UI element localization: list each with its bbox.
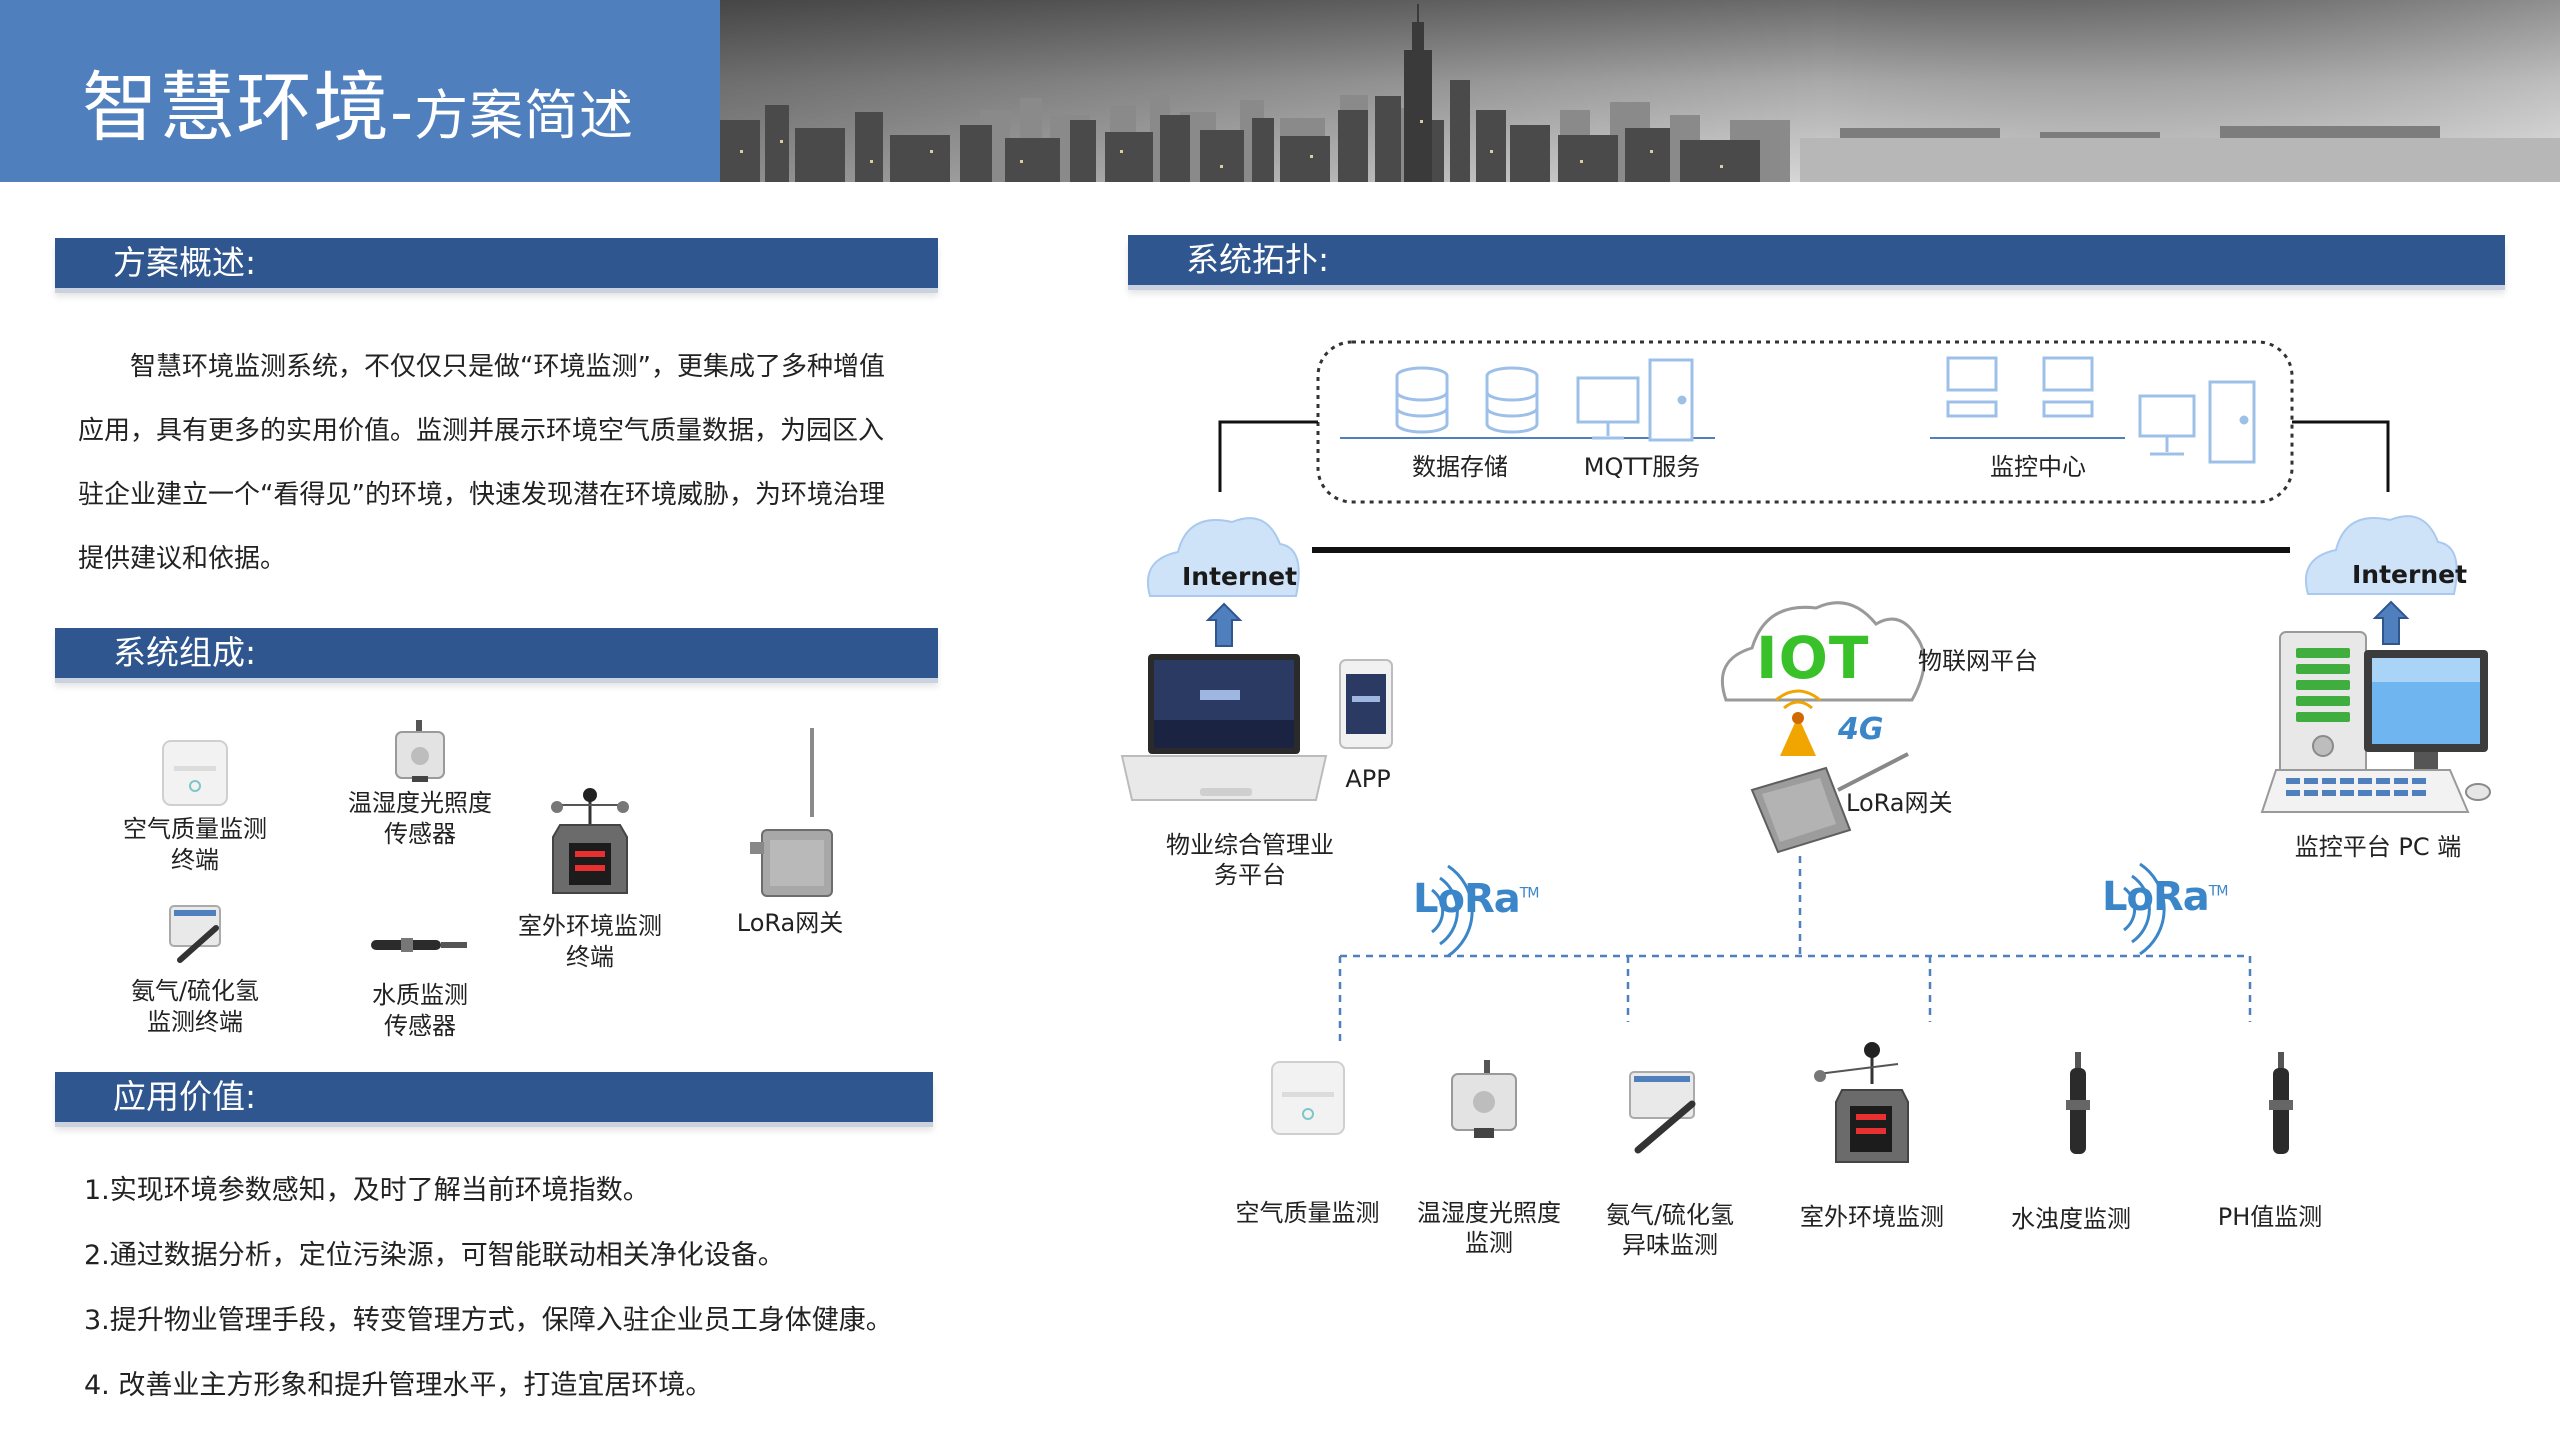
- component-ammonia-h2s-sensor: 氨气/硫化氢 监测终端: [110, 900, 280, 1038]
- lora-logo-text: LoRa: [2102, 874, 2210, 920]
- monitor-pc-label: 监控平台 PC 端: [2294, 833, 2462, 861]
- database-icon: [1485, 366, 1539, 434]
- section-composition-header: 系统组成:: [55, 628, 938, 678]
- server-label-mqtt: MQTT服务: [1583, 453, 1701, 481]
- management-platform-label: 物业综合管理业 务平台: [1166, 831, 1334, 889]
- sensor-label-ph: PH值监测: [2217, 1203, 2323, 1231]
- section-composition-title: 系统组成:: [113, 633, 257, 672]
- section-overview-title: 方案概述:: [113, 243, 257, 282]
- section-topology-title: 系统拓扑:: [1186, 240, 1330, 279]
- page-title-dash: -: [390, 76, 415, 150]
- lora-logo-left: LoRaTM: [1413, 876, 1540, 922]
- component-lora-gateway: LoRa网关: [720, 722, 860, 939]
- value-item: 1.实现环境参数感知，及时了解当前环境指数。: [84, 1175, 650, 1206]
- link-right-internet: [2292, 420, 2390, 492]
- value-list: 1.实现环境参数感知，及时了解当前环境指数。 2.通过数据分析，定位污染源，可智…: [84, 1158, 964, 1418]
- lora-logo-right: LoRaTM: [2102, 874, 2229, 920]
- air-quality-terminal-icon: [1271, 1061, 1345, 1135]
- overview-paragraph: 智慧环境监测系统，不仅仅只是做“环境监测”，更集成了多种增值应用，具有更多的实用…: [78, 352, 885, 574]
- gateway-label: LoRa网关: [1846, 789, 1953, 817]
- outdoor-monitor-station-icon: [551, 788, 629, 894]
- lora-signal-icon: [2123, 862, 2166, 956]
- sensor-label-temp-humidity: 温湿度光照度 监测: [1417, 1199, 1561, 1257]
- link-left-internet: [1218, 420, 1318, 492]
- arrow-up-icon: [1205, 602, 1243, 647]
- value-item: 2.通过数据分析，定位污染源，可智能联动相关净化设备。: [84, 1240, 785, 1271]
- iot-cloud-icon: [1720, 601, 1926, 702]
- ammonia-h2s-sensor-icon: [1629, 1071, 1696, 1154]
- lora-signal-icon: [1431, 864, 1474, 958]
- server-label-data-storage: 数据存储: [1412, 453, 1508, 481]
- desktop-pc-icon: [2260, 631, 2491, 813]
- lora-distribution-lines: [1338, 856, 2252, 1046]
- arrow-up-icon: [2372, 600, 2410, 645]
- network-4g-label: 4G: [1838, 712, 1884, 747]
- section-topology-header: 系统拓扑:: [1128, 235, 2505, 285]
- lora-logo-text: LoRa: [1413, 876, 1521, 922]
- lora-gateway-icon: [750, 728, 833, 897]
- signal-tower-icon: [1775, 689, 1821, 756]
- air-quality-terminal-icon: [162, 740, 228, 806]
- city-skyline-image: [720, 0, 2560, 182]
- page-title-sub: 方案简述: [414, 84, 635, 147]
- title-banner: 智慧环境-方案简述: [0, 0, 720, 182]
- page-title: 智慧环境-方案简述: [82, 46, 634, 156]
- lora-tm: TM: [2208, 883, 2229, 900]
- cloud-icon: [2304, 515, 2458, 595]
- app-label: APP: [1345, 765, 1391, 793]
- component-label: 室外环境监测 终端: [518, 912, 662, 971]
- monitor-station-icon: [1946, 356, 2094, 418]
- phone-icon: [1339, 659, 1393, 749]
- component-air-quality-terminal: 空气质量监测 终端: [110, 738, 280, 876]
- component-label: LoRa网关: [736, 909, 844, 937]
- laptop-icon: [1120, 654, 1328, 801]
- outdoor-monitor-station-icon: [1814, 1042, 1909, 1163]
- component-temp-humidity-sensor: 温湿度光照度 传感器: [335, 720, 505, 850]
- server-computer-icon: [2138, 380, 2256, 464]
- ph-probe-icon: [2269, 1052, 2293, 1154]
- cloud-icon: [1146, 517, 1300, 597]
- lora-gateway-icon: [1750, 752, 1909, 854]
- sensor-label-turbidity: 水浊度监测: [2011, 1205, 2131, 1233]
- lora-tm: TM: [1519, 885, 1540, 902]
- internet-label-right: Internet: [2352, 560, 2468, 589]
- component-label: 温湿度光照度 传感器: [348, 789, 492, 848]
- server-label-monitor-center: 监控中心: [1990, 453, 2086, 481]
- internet-label-left: Internet: [1182, 562, 1298, 591]
- server-computer-icon: [1576, 358, 1694, 442]
- temp-humidity-sensor-icon: [395, 720, 445, 782]
- iot-platform-label: 物联网平台: [1918, 647, 2038, 675]
- database-icon: [1395, 366, 1449, 434]
- page-title-main: 智慧环境: [82, 63, 390, 152]
- component-label: 氨气/硫化氢 监测终端: [130, 977, 260, 1036]
- value-item: 3.提升物业管理手段，转变管理方式，保障入驻企业员工身体健康。: [84, 1305, 893, 1336]
- sensor-label-outdoor: 室外环境监测: [1800, 1203, 1944, 1231]
- section-value-title: 应用价值:: [113, 1077, 257, 1116]
- turbidity-probe-icon: [2066, 1052, 2090, 1154]
- component-label: 水质监测 传感器: [372, 981, 468, 1040]
- component-outdoor-monitor-station: 室外环境监测 终端: [505, 785, 675, 973]
- section-overview-header: 方案概述:: [55, 238, 938, 288]
- component-label: 空气质量监测 终端: [123, 815, 267, 874]
- sensor-label-ammonia-h2s: 氨气/硫化氢 异味监测: [1605, 1201, 1735, 1259]
- section-value-header: 应用价值:: [55, 1072, 933, 1122]
- temp-humidity-sensor-icon: [1451, 1060, 1517, 1138]
- value-item: 4. 改善业主方形象和提升管理水平，打造宜居环境。: [84, 1370, 713, 1401]
- iot-logo-text: IOT: [1756, 624, 1870, 692]
- sensor-label-air-quality: 空气质量监测: [1235, 1199, 1380, 1227]
- component-water-quality-probe: 水质监测 传感器: [335, 930, 505, 1042]
- water-quality-probe-icon: [371, 938, 467, 952]
- ammonia-h2s-sensor-icon: [169, 905, 221, 963]
